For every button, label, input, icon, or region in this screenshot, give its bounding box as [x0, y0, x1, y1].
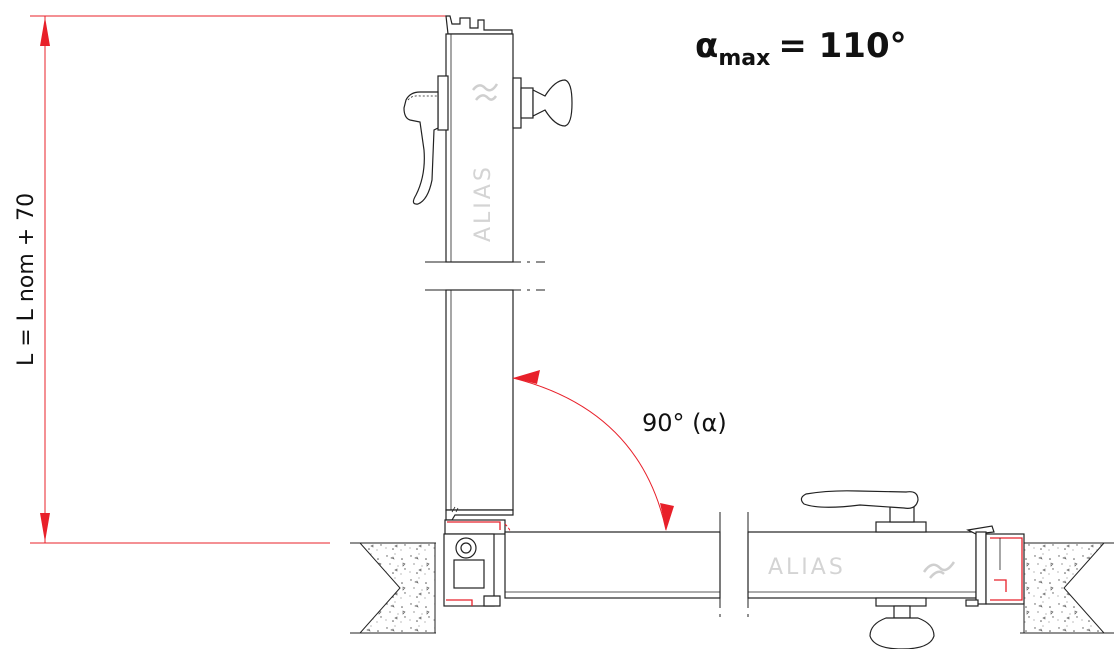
alpha-max-title: αmax = 110°: [695, 26, 907, 71]
brand-logo-icon-horizontal: [922, 561, 956, 579]
brand-text-horizontal: ALIAS: [768, 555, 846, 580]
height-dimension-label: L = L nom + 70: [14, 193, 39, 366]
brand-logo-icon: [472, 83, 499, 101]
arc-arrow-start: [513, 370, 540, 384]
dimension-arrow-bottom: [40, 513, 50, 542]
door-leaf-closed: [504, 512, 977, 620]
frame-right: [965, 525, 1025, 607]
knob-bottom-icon: [869, 597, 935, 649]
opening-angle-arc: [512, 370, 674, 531]
arc-arrow-end: [660, 503, 674, 531]
alpha-symbol: α: [695, 26, 718, 66]
lever-handle-top-icon: [800, 490, 927, 533]
concrete-wall-right: [1020, 542, 1114, 634]
break-marks-horizontal: [719, 512, 749, 620]
break-marks-vertical: [425, 261, 545, 291]
hinge-frame-left: [443, 519, 513, 607]
dimension-arrow-top: [40, 17, 50, 46]
alpha-subscript: max: [718, 46, 770, 71]
knob-icon: [512, 77, 573, 129]
door-leaf-open: [425, 15, 545, 521]
lever-handle-icon: [403, 75, 449, 205]
alpha-value: = 110°: [778, 26, 906, 66]
concrete-wall-left: [350, 542, 436, 634]
height-dimension: [30, 15, 446, 544]
opening-angle-label: 90° (α): [642, 409, 727, 437]
brand-text-vertical: ALIAS: [471, 164, 496, 242]
